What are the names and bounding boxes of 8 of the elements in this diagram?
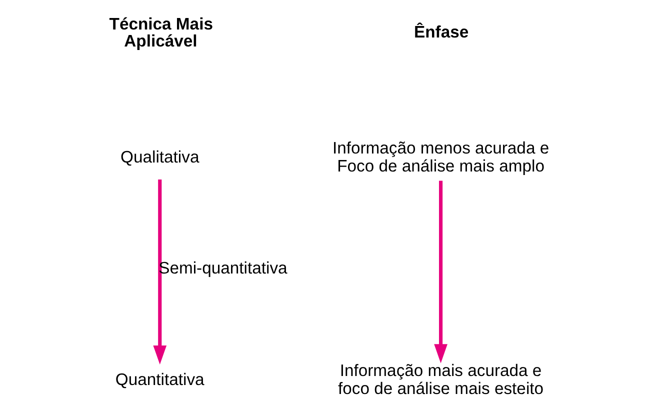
node-text: Informação mais acurada e foco de análise mais esteito bbox=[338, 361, 544, 398]
label: Ênfase bbox=[414, 22, 468, 42]
label: Técnica Mais Aplicável bbox=[108, 14, 212, 50]
node-text: Qualitativa bbox=[120, 147, 199, 166]
arrow bbox=[434, 180, 447, 364]
arrow bbox=[152, 180, 166, 365]
node-text: Quantitativa bbox=[114, 370, 204, 389]
node-text: Informação menos acurada e Foco de análise mais amplo bbox=[332, 138, 549, 176]
